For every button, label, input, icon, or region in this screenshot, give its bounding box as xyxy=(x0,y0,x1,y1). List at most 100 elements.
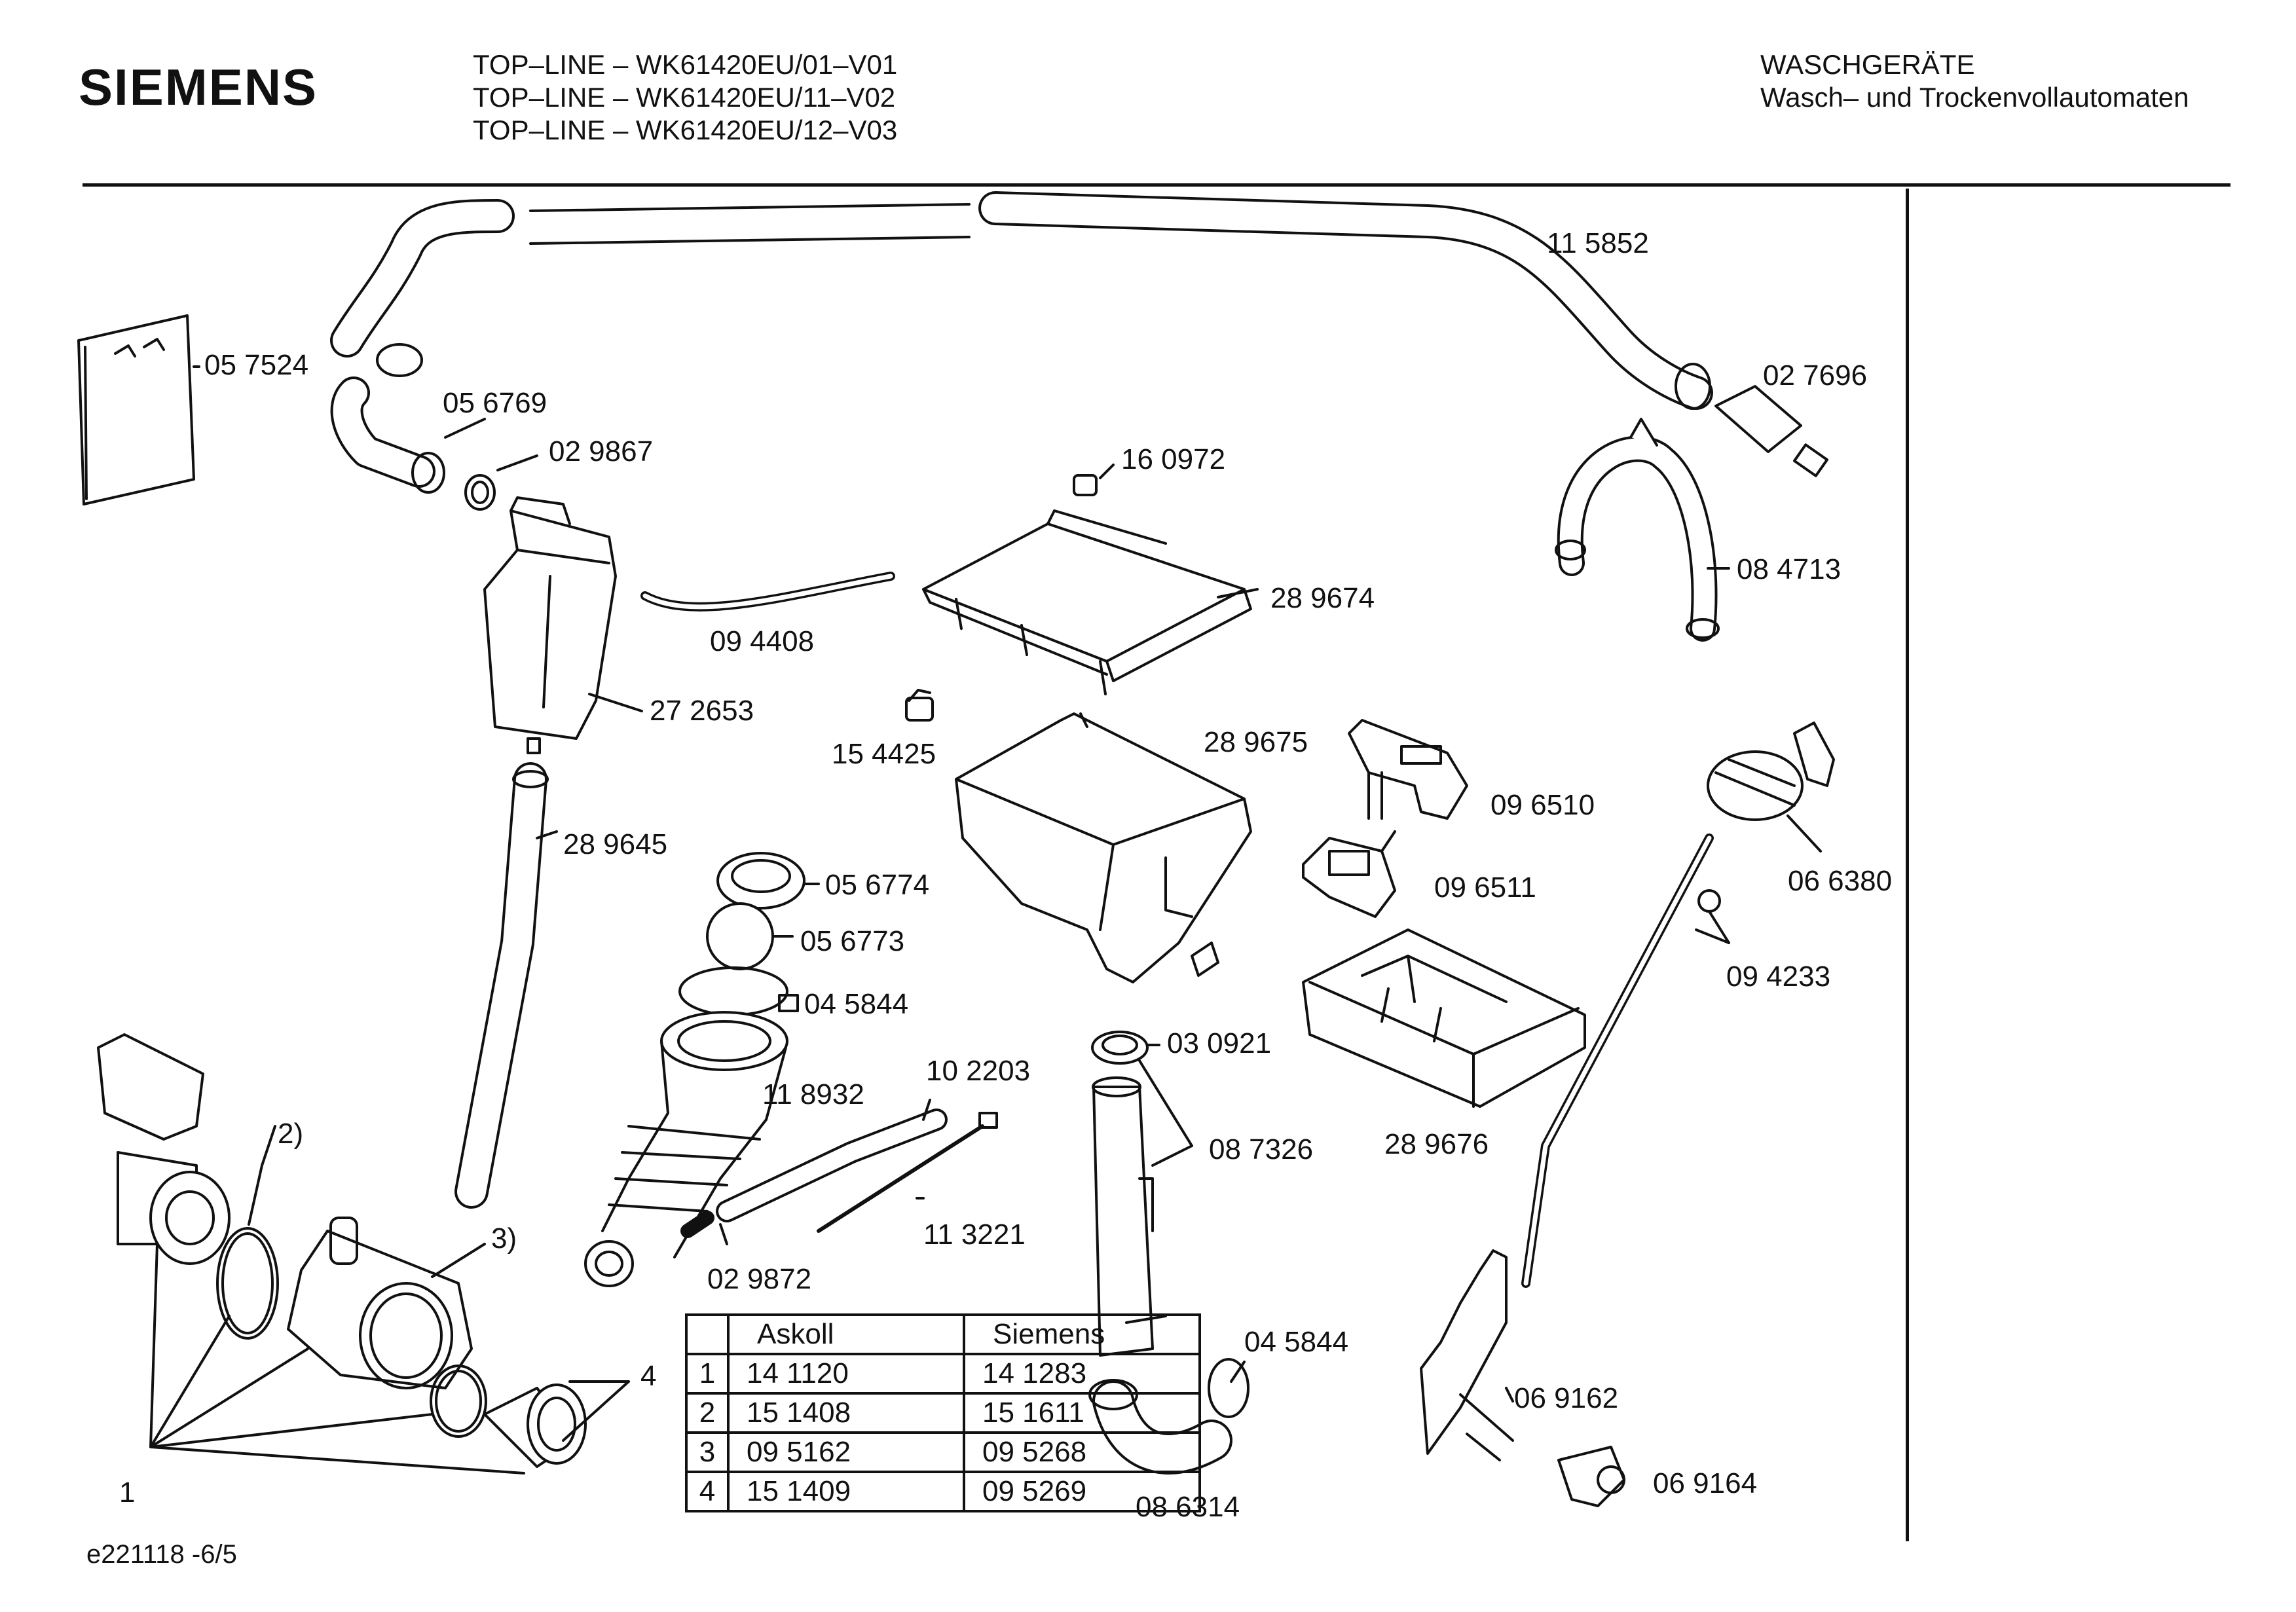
hose-elbow-part xyxy=(330,376,496,511)
table-cell: 15 1409 xyxy=(727,1471,965,1512)
cross-reference-table: Askoll Siemens 1 14 1120 14 1283 2 15 14… xyxy=(685,1313,1201,1512)
leader-line xyxy=(1695,928,1730,944)
cable-clip-part xyxy=(1557,1446,1625,1507)
air-chamber-part xyxy=(483,496,617,754)
part-label: 27 2653 xyxy=(650,695,754,727)
dispenser-cover-part xyxy=(922,509,1252,695)
part-label: 11 3221 xyxy=(923,1218,1026,1251)
filter-seal-part xyxy=(430,1365,487,1438)
leader-line xyxy=(248,1125,276,1226)
dispenser-housing-part xyxy=(955,712,1252,983)
part-label: 08 4713 xyxy=(1737,553,1841,585)
part-label: 28 9675 xyxy=(1204,726,1308,758)
table-cell: 09 5269 xyxy=(963,1471,1201,1512)
table-cell: 2 xyxy=(685,1392,730,1434)
service-flap-part xyxy=(77,314,195,505)
hose-bracket-part xyxy=(1555,418,1720,642)
leader-line xyxy=(562,1380,630,1442)
plug-part xyxy=(905,689,934,722)
model-line: TOP–LINE – WK61420EU/01–V01 xyxy=(473,49,898,80)
part-label: 09 4408 xyxy=(710,625,814,657)
part-label: 15 4425 xyxy=(832,738,936,770)
part-label: 28 9674 xyxy=(1270,582,1375,614)
part-label: 09 6510 xyxy=(1491,789,1595,821)
table-row: 2 15 1408 15 1611 xyxy=(685,1392,1201,1434)
leader-line xyxy=(496,454,538,471)
table-cell: 15 1408 xyxy=(727,1392,965,1434)
leader-line xyxy=(1217,588,1259,598)
part-label: 06 9164 xyxy=(1653,1467,1757,1499)
detergent-drawer-part xyxy=(1302,928,1586,1108)
hose-clamp-part xyxy=(1208,1358,1250,1418)
part-label: 09 4233 xyxy=(1726,961,1830,993)
hose-tube-part xyxy=(454,762,549,1209)
part-label: 04 5844 xyxy=(1244,1326,1348,1358)
pump-housing-part xyxy=(287,1217,473,1389)
table-cell: 3 xyxy=(685,1431,730,1473)
part-label: 02 9872 xyxy=(707,1263,811,1295)
part-label: 02 7696 xyxy=(1763,359,1867,392)
part-label: 04 5844 xyxy=(804,988,908,1020)
part-label: 08 7326 xyxy=(1209,1133,1313,1165)
part-label: 09 6511 xyxy=(1434,871,1536,904)
table-cell: 09 5268 xyxy=(963,1431,1201,1473)
part-label: 03 0921 xyxy=(1167,1027,1271,1059)
leader-line xyxy=(536,830,558,839)
table-row: 3 09 5162 09 5268 xyxy=(685,1431,1201,1473)
part-label: 05 7524 xyxy=(204,349,308,381)
flap-lever-part xyxy=(1348,719,1468,820)
leader-line xyxy=(1708,910,1730,944)
category-title: WASCHGERÄTE xyxy=(1760,49,1975,80)
table-header-row: Askoll Siemens xyxy=(685,1313,1201,1355)
table-cell: 09 5162 xyxy=(727,1431,965,1473)
callout-label: 4 xyxy=(640,1360,656,1392)
table-cell: 4 xyxy=(685,1471,730,1512)
part-label: 11 8932 xyxy=(762,1078,864,1110)
leader-line xyxy=(922,1099,931,1121)
vertical-divider xyxy=(1906,189,1909,1541)
part-label: 28 9645 xyxy=(563,828,667,860)
model-line: TOP–LINE – WK61420EU/12–V03 xyxy=(473,115,898,145)
pressure-switch-part xyxy=(1707,722,1835,821)
table-cell: 15 1611 xyxy=(963,1392,1201,1434)
leader-line xyxy=(1230,1361,1246,1383)
table-cell: 14 1283 xyxy=(963,1353,1201,1395)
model-list: TOP–LINE – WK61420EU/01–V01 TOP–LINE – W… xyxy=(473,48,897,147)
leader-line xyxy=(1099,464,1115,479)
drain-filter-part xyxy=(483,1383,587,1468)
leader-line xyxy=(719,1223,728,1245)
table-cell: 14 1120 xyxy=(727,1353,965,1395)
part-label: 05 6769 xyxy=(443,387,547,419)
leader-line xyxy=(149,1243,525,1475)
leader-line xyxy=(1787,815,1822,852)
part-label: 28 9676 xyxy=(1384,1128,1489,1160)
leader-line xyxy=(1138,1059,1193,1147)
part-label: 11 5852 xyxy=(1547,227,1649,259)
table-cell: 1 xyxy=(685,1353,730,1395)
pump-seal-part xyxy=(216,1227,279,1340)
drain-hose-part xyxy=(330,191,1713,410)
small-tube-part xyxy=(680,1211,714,1238)
leader-line xyxy=(431,1243,486,1278)
header-divider xyxy=(83,183,2231,187)
part-label: 06 9162 xyxy=(1514,1382,1618,1414)
wire-part xyxy=(817,1124,984,1233)
leader-line xyxy=(588,693,643,712)
part-label: 05 6773 xyxy=(800,925,904,957)
part-label: 16 0972 xyxy=(1121,443,1225,475)
table-row: 1 14 1120 14 1283 xyxy=(685,1353,1201,1395)
callout-label: 1 xyxy=(119,1476,135,1509)
drain-bellows-part xyxy=(584,1011,788,1287)
table-header: Siemens xyxy=(963,1313,1201,1355)
part-label: 06 6380 xyxy=(1788,865,1892,897)
drawing-code: e221118 -6/5 xyxy=(86,1540,237,1569)
category-subtitle: Wasch– und Trockenvollautomaten xyxy=(1760,82,2189,113)
leader-line xyxy=(1505,1387,1514,1402)
leader-line xyxy=(1151,1145,1193,1167)
valve-insert-part xyxy=(1302,830,1396,918)
small-connector-part xyxy=(1073,474,1098,496)
table-row: 4 15 1409 09 5269 xyxy=(685,1471,1201,1512)
hose-clamp-part xyxy=(678,966,788,1016)
grommet-part xyxy=(1091,1031,1149,1065)
leader-line xyxy=(444,418,486,439)
